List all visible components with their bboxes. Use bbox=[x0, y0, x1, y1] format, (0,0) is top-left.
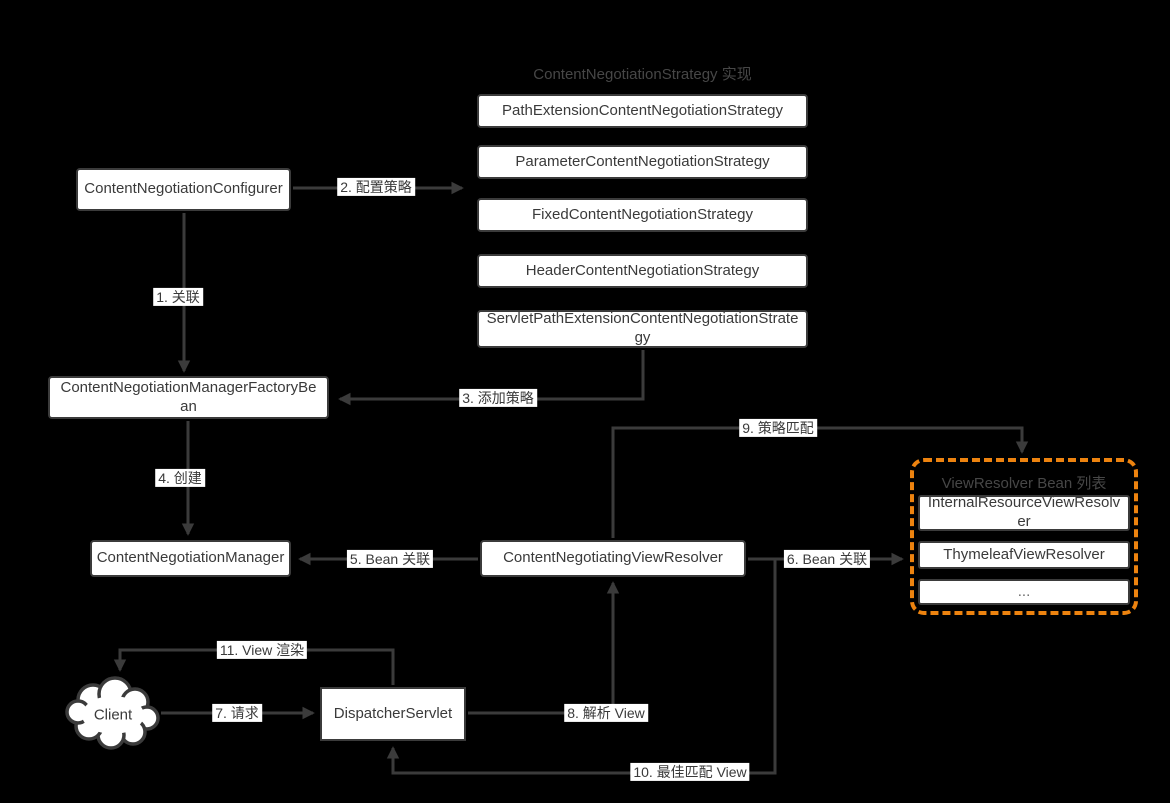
node-header-strategy: HeaderContentNegotiationStrategy bbox=[477, 254, 808, 288]
edge-label-strategy-match: 9. 策略匹配 bbox=[739, 418, 817, 438]
node-internal-resource-view-resolver: InternalResourceViewResolver bbox=[918, 494, 1130, 531]
edge-label-view-render: 11. View 渲染 bbox=[216, 640, 308, 660]
node-content-negotiation-manager: ContentNegotiationManager bbox=[90, 540, 291, 577]
node-content-negotiating-view-resolver: ContentNegotiatingViewResolver bbox=[480, 540, 746, 577]
edge-label-associate: 1. 关联 bbox=[153, 287, 203, 307]
edge-label-request: 7. 请求 bbox=[212, 703, 262, 723]
edge-label-bean-associate-manager: 5. Bean 关联 bbox=[346, 549, 434, 569]
edge-label-configure-strategy: 2. 配置策略 bbox=[337, 177, 415, 197]
node-client-label: Client bbox=[93, 706, 133, 724]
node-dispatcher-servlet: DispatcherServlet bbox=[320, 687, 466, 741]
node-fixed-strategy: FixedContentNegotiationStrategy bbox=[477, 198, 808, 232]
edge-3-add-strategy-line bbox=[338, 350, 645, 406]
edge-label-resolve-view: 8. 解析 View bbox=[564, 703, 648, 723]
strategy-group-title: ContentNegotiationStrategy 实现 bbox=[533, 66, 752, 83]
view-resolver-group-title: ViewResolver Bean 列表 bbox=[941, 475, 1107, 492]
node-content-negotiation-configurer: ContentNegotiationConfigurer bbox=[76, 168, 291, 211]
node-parameter-strategy: ParameterContentNegotiationStrategy bbox=[477, 145, 808, 179]
edge-9-strategy-match-line bbox=[611, 426, 1029, 538]
node-thymeleaf-view-resolver: ThymeleafViewResolver bbox=[918, 541, 1130, 569]
edge-label-bean-associate-resolvers: 6. Bean 关联 bbox=[783, 549, 871, 569]
node-more-view-resolvers: ... bbox=[918, 579, 1130, 605]
edge-label-create: 4. 创建 bbox=[155, 468, 205, 488]
cloud-icon bbox=[65, 676, 160, 750]
node-manager-factory-bean: ContentNegotiationManagerFactoryBean bbox=[48, 376, 329, 419]
node-servlet-path-extension-strategy: ServletPathExtensionContentNegotiationSt… bbox=[477, 310, 808, 348]
node-path-extension-strategy: PathExtensionContentNegotiationStrategy bbox=[477, 94, 808, 128]
edge-10-best-match-view-line bbox=[386, 559, 777, 775]
edge-label-best-match-view: 10. 最佳匹配 View bbox=[630, 762, 750, 782]
view-resolver-bean-list-group: ViewResolver Bean 列表 InternalResourceVie… bbox=[910, 458, 1138, 615]
edge-label-add-strategy: 3. 添加策略 bbox=[459, 388, 537, 408]
edge-8-resolve-view-line bbox=[468, 581, 620, 715]
